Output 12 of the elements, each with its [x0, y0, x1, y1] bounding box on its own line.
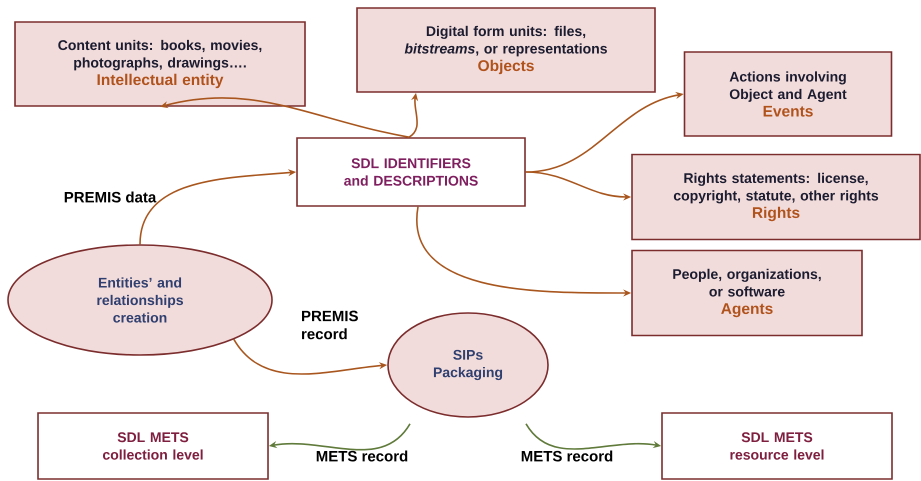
edge-label: METS record	[316, 450, 408, 462]
info-box: Actions involving Object and Agent Events	[684, 51, 892, 137]
info-box: Content units: books, movies, photographs, drawings…. Intellectual entity	[14, 21, 306, 107]
process-box: SDL METS resource level	[661, 412, 893, 480]
process-box: SDL IDENTIFIERS and DESCRIPTIONS	[296, 137, 526, 207]
edge-label: METS record	[522, 450, 612, 462]
info-box: Digital form units: files, bitstreams, or representations Objects	[356, 7, 656, 93]
info-box: Rights statements: license, copyright, statute, other rights Rights	[631, 154, 921, 240]
edge-label: PREMIS data	[64, 191, 156, 202]
process-box: SDL METS collection level	[37, 412, 269, 480]
info-box: People, organizations, or software Agents	[631, 250, 863, 336]
edge-label: PREMIS record	[302, 310, 358, 340]
